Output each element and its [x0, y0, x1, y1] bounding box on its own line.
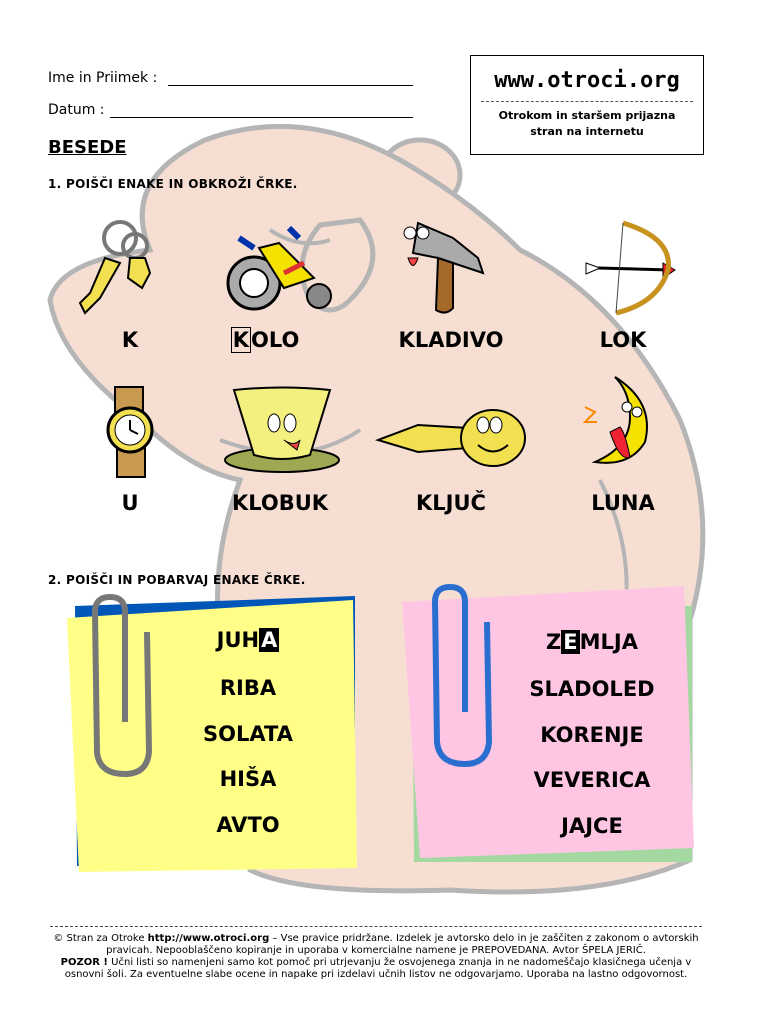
word-part: Z — [546, 630, 562, 654]
word-luna: LUNA — [591, 491, 655, 515]
tagline-line-1: Otrokom in staršem prijazna — [498, 109, 676, 122]
watch-icon — [106, 386, 154, 478]
logo-tagline: Otrokom in staršem prijazna stran na int… — [471, 108, 703, 140]
note-word: KORENJE — [540, 723, 644, 747]
site-url: www.otroci.org — [494, 68, 680, 93]
bow-arrow-icon — [585, 220, 676, 316]
name-line[interactable] — [168, 85, 413, 86]
footer-divider — [50, 926, 702, 927]
note-word: SLADOLED — [529, 677, 655, 701]
pink-note-background — [402, 586, 694, 862]
note-word-juha: JUHA — [148, 628, 348, 652]
note-word: HIŠA — [219, 767, 277, 791]
word-k: K — [121, 328, 139, 352]
hammer-icon — [403, 221, 485, 314]
page-title: BESEDE — [48, 137, 127, 158]
footer-text: © Stran za Otroke http://www.otroci.org … — [50, 933, 702, 981]
footer-rights: – Vse pravice pridržane. Izdelek je avto… — [106, 933, 699, 956]
word-klobuk: KLOBUK — [231, 491, 329, 515]
tricycle-icon — [226, 225, 332, 311]
site-logo-box: www.otroci.org Otrokom in staršem prijaz… — [470, 55, 704, 155]
word-lok: LOK — [599, 328, 647, 352]
paperclip-icon — [431, 583, 493, 768]
key-icon — [374, 409, 526, 467]
word-part: MLJA — [579, 630, 638, 654]
hat-icon — [224, 386, 340, 473]
note-word: AVTO — [216, 813, 280, 837]
note-word-zemlja: ZEMLJA — [492, 630, 692, 654]
keys-icon — [78, 220, 152, 315]
note-word: JAJCE — [561, 814, 623, 838]
date-line[interactable] — [110, 117, 413, 118]
word-kolo: KOLO — [190, 327, 340, 353]
moon-icon — [582, 376, 648, 464]
word-rest: OLO — [250, 328, 300, 352]
task-2-label: 2. POIŠČI IN POBARVAJ ENAKE ČRKE. — [48, 573, 306, 587]
note-word: RIBA — [219, 676, 277, 700]
note-word: SOLATA — [203, 722, 293, 746]
note-word: VEVERICA — [533, 768, 651, 792]
task-1-label: 1. POIŠČI ENAKE IN OBKROŽI ČRKE. — [48, 177, 298, 191]
highlight-letter[interactable]: E — [561, 630, 580, 654]
footer-warning-text: Učni listi so namenjeni samo kot pomoč p… — [64, 957, 692, 980]
footer-copyright: © Stran za Otroke — [53, 933, 148, 944]
footer-warning-label: POZOR ! — [60, 957, 108, 968]
name-label: Ime in Priimek : — [48, 70, 158, 86]
word-kladivo: KLADIVO — [398, 328, 504, 352]
word-u: U — [121, 491, 139, 515]
tagline-line-2: stran na internetu — [530, 125, 644, 138]
logo-divider — [481, 101, 693, 102]
word-kljuc: KLJUČ — [416, 491, 486, 515]
circled-letter[interactable]: K — [230, 327, 251, 353]
word-part: JUH — [216, 628, 260, 652]
highlight-letter[interactable]: A — [259, 628, 280, 652]
paperclip-icon — [91, 593, 153, 778]
date-label: Datum : — [48, 102, 105, 118]
footer-link[interactable]: http://www.otroci.org — [147, 933, 270, 944]
